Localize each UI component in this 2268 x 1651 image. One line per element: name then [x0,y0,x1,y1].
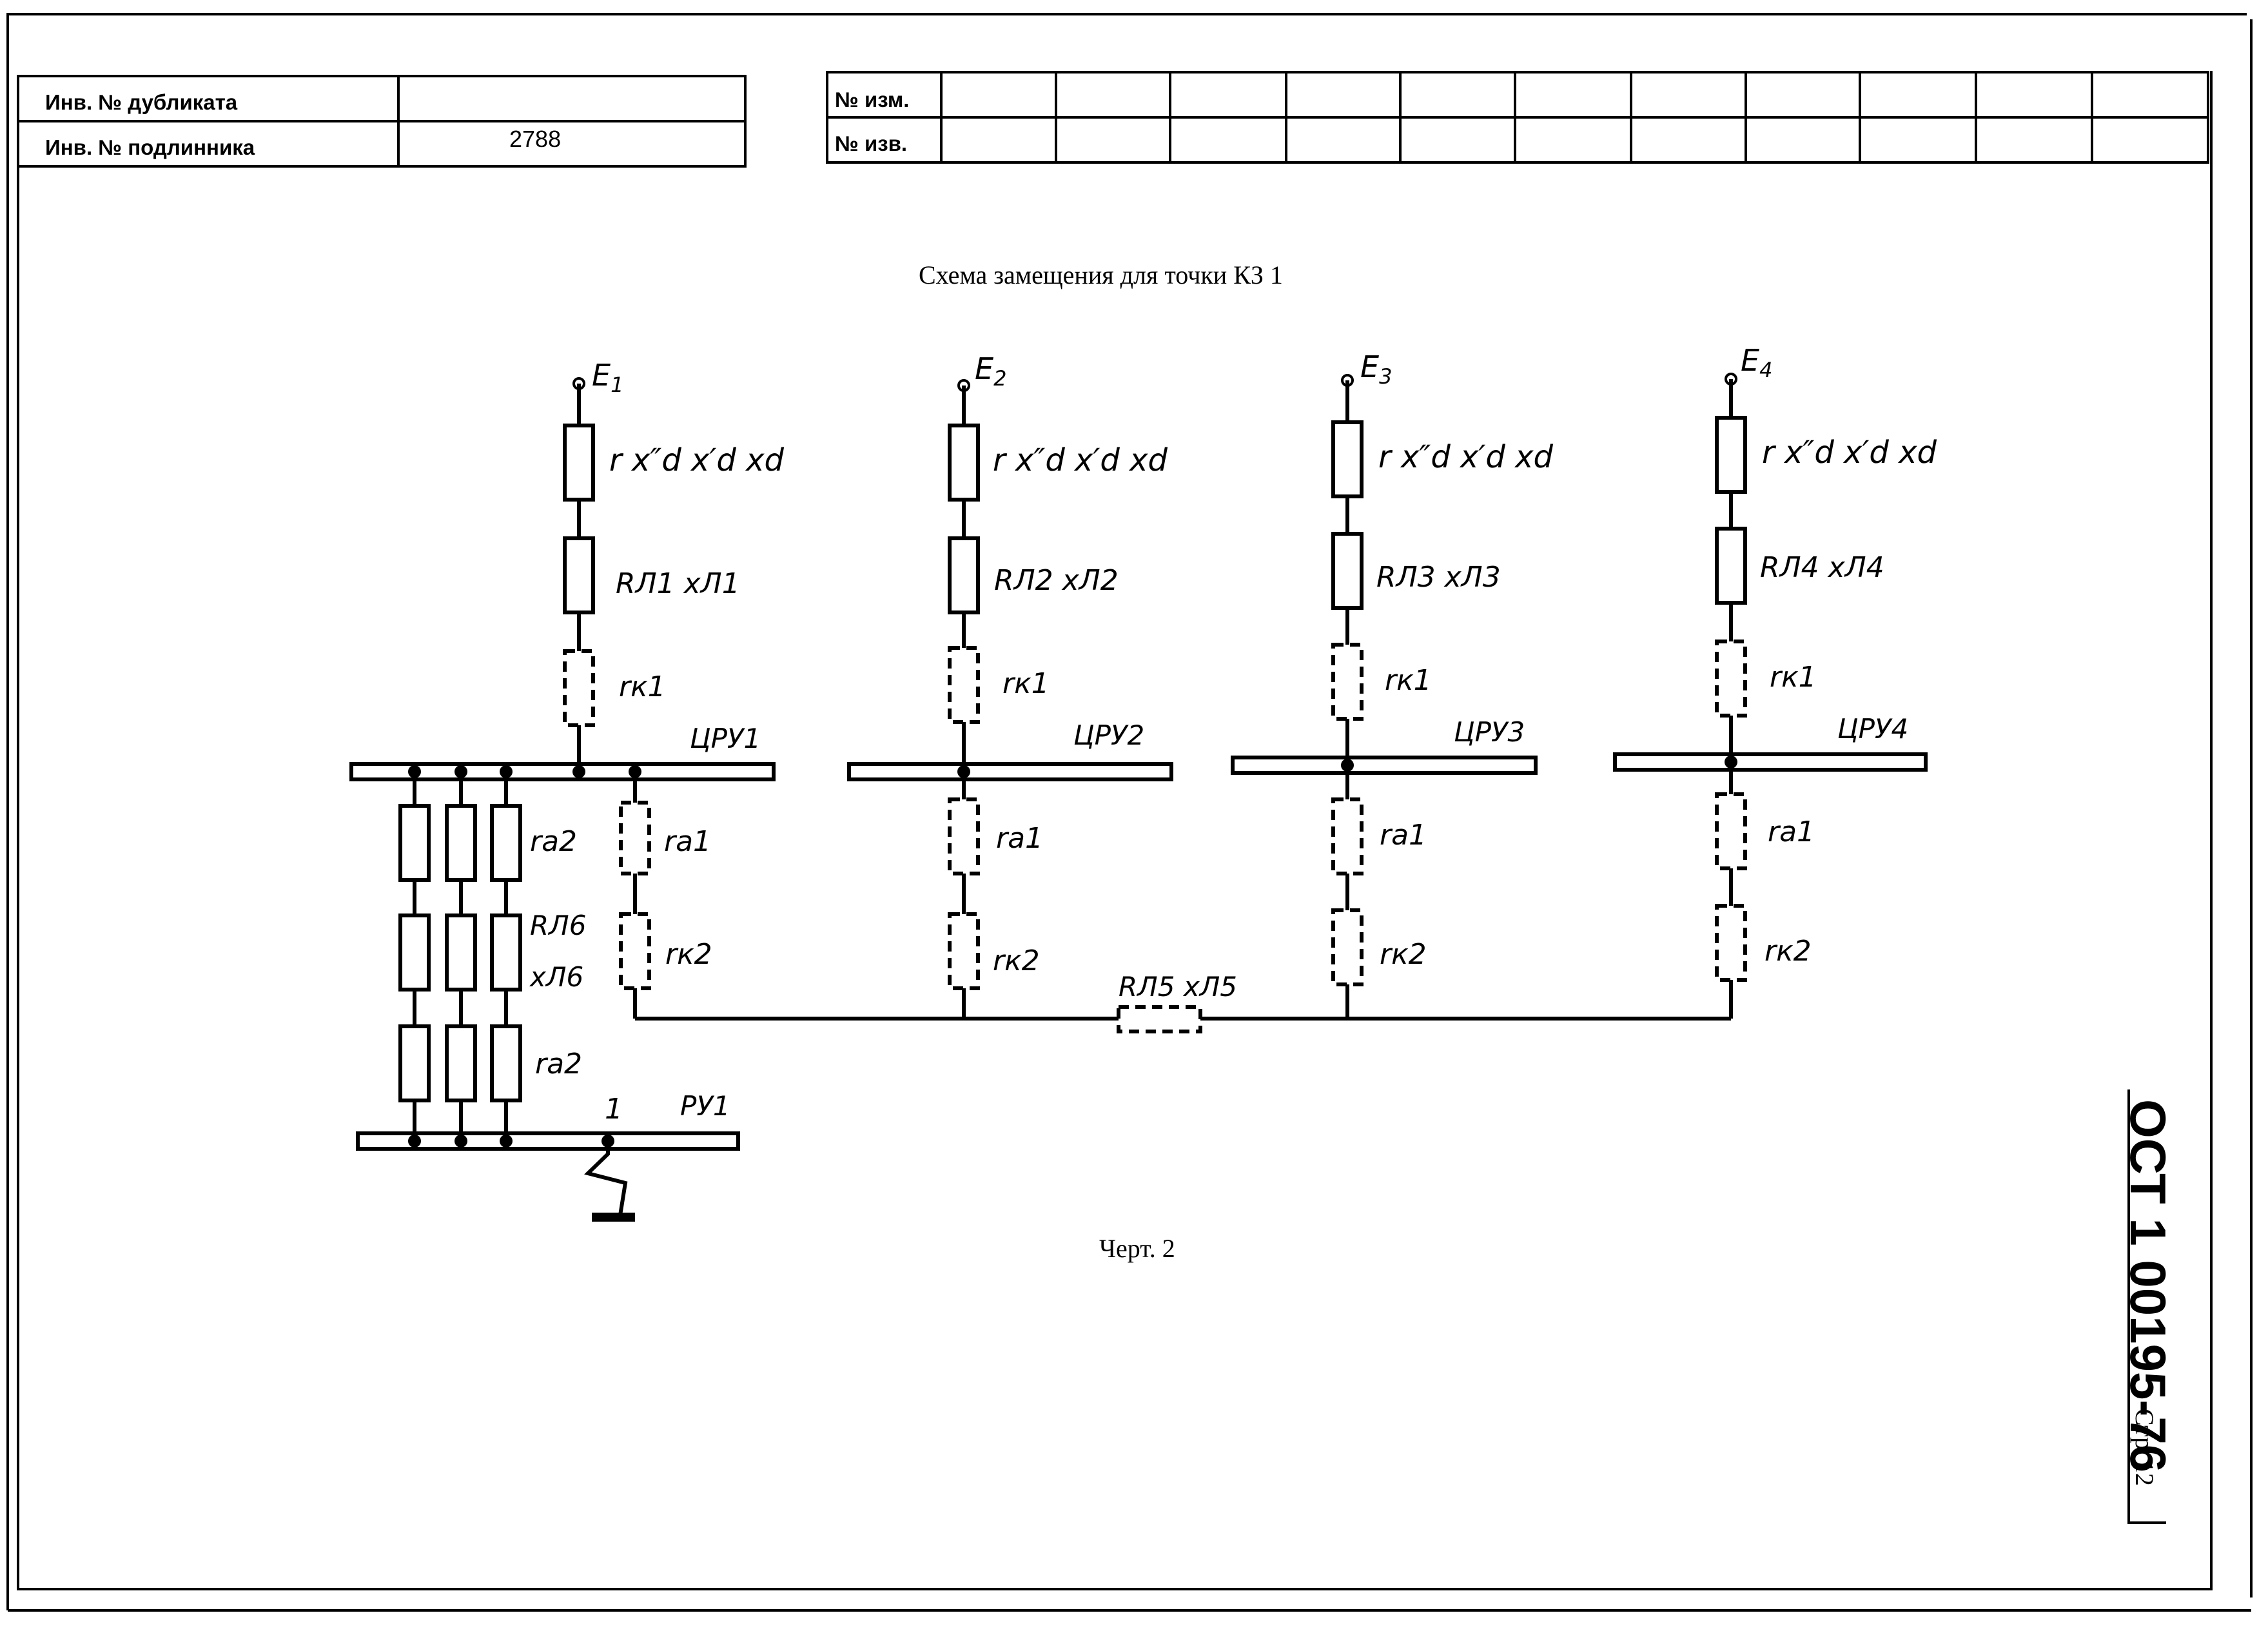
line-params-1: RЛ1 xЛ1 [616,567,740,600]
gen-params-4: r x″d x′d xd [1762,435,1937,471]
cru1-parallel-branches: ra2 RЛ6 xЛ6 ra2 [398,765,587,1141]
branch-4: E4 r x″d x′d xd RЛ4 xЛ4 rк1 ЦРУ4 ra1 rк2 [1613,343,1937,1019]
ra1-label-3: ra1 [1380,819,1427,852]
branch-1: E1 r x″d x′d xd RЛ1 xЛ1 rк1 [563,358,784,770]
bus-cru4-label: ЦРУ4 [1837,713,1908,745]
bus-cru2-label: ЦРУ2 [1073,719,1144,751]
gen-params-3: r x″d x′d xd [1378,439,1553,475]
rk2-label-2: rк2 [993,944,1040,977]
fault-symbol [584,1141,628,1216]
rk1-label-3: rк1 [1385,664,1432,697]
ra1-label-1: ra1 [664,825,711,858]
branch-3: E3 r x″d x′d xd RЛ3 xЛ3 rк1 ЦРУ3 ra1 rк2 [1231,349,1553,1019]
rl5-label: RЛ5 xЛ5 [1119,971,1237,1002]
gen-params-1: r x″d x′d xd [609,442,784,478]
inv-original-value: 2788 [509,126,561,152]
branch-2: E2 r x″d x′d xd RЛ2 xЛ2 rк1 ЦРУ2 ra1 rк2 [847,351,1173,1019]
rk1-label-4: rк1 [1770,661,1817,694]
connecting-line: RЛ5 xЛ5 [635,971,1731,1033]
inv-duplicate-label: Инв. № дубликата [45,90,238,114]
fault-point-label: 1 [605,1093,623,1126]
figure-caption: Черт. 2 [1099,1234,1175,1263]
rk2-label-1: rк2 [665,938,712,971]
source-e3: E3 [1360,349,1392,389]
sheet-frame [6,13,2247,1610]
rk2-label-4: rк2 [1765,935,1812,968]
page-label: Стр. [2130,1409,2159,1456]
change-table: № изм. № изв. [826,71,2209,164]
xl6-label: xЛ6 [529,961,583,993]
inner-frame [17,71,2213,1590]
rk2-label-3: rк2 [1380,938,1427,971]
diagram-title: Схема замещения для точки КЗ 1 [919,260,1283,289]
page-number: 12 [2130,1460,2159,1486]
notice-label: № изв. [835,132,907,155]
line-params-3: RЛ3 xЛ3 [1376,561,1501,594]
ra2-label-bottom: ra2 [535,1048,582,1080]
bus-cru3-label: ЦРУ3 [1454,716,1525,748]
gen-params-2: r x″d x′d xd [993,442,1168,478]
ra1-label-2: ra1 [996,822,1043,855]
inv-original-label: Инв. № подлинника [45,135,255,159]
ra2-label-top: ra2 [530,825,577,858]
bus-cru1 [349,762,776,781]
rk1-label-1: rк1 [619,670,666,703]
bus-ru1 [356,1131,740,1151]
change-label: № изм. [835,88,909,112]
line-params-4: RЛ4 xЛ4 [1760,551,1884,584]
ra1-label-4: ra1 [1768,816,1815,848]
source-e4: E4 [1741,343,1772,382]
source-e1: E1 [592,358,623,397]
rk1-label-2: rк1 [1002,667,1050,700]
bus-cru1-label: ЦРУ1 [690,723,761,754]
bus-ru1-label: РУ1 [680,1090,730,1122]
source-e2: E2 [975,351,1006,391]
line-params-2: RЛ2 xЛ2 [994,564,1119,597]
cru1-link-branch: ra1 rк2 [619,765,712,1019]
inventory-table: Инв. № дубликата Инв. № подлинника 2788 [17,75,747,168]
rl6-label: RЛ6 [530,910,587,941]
